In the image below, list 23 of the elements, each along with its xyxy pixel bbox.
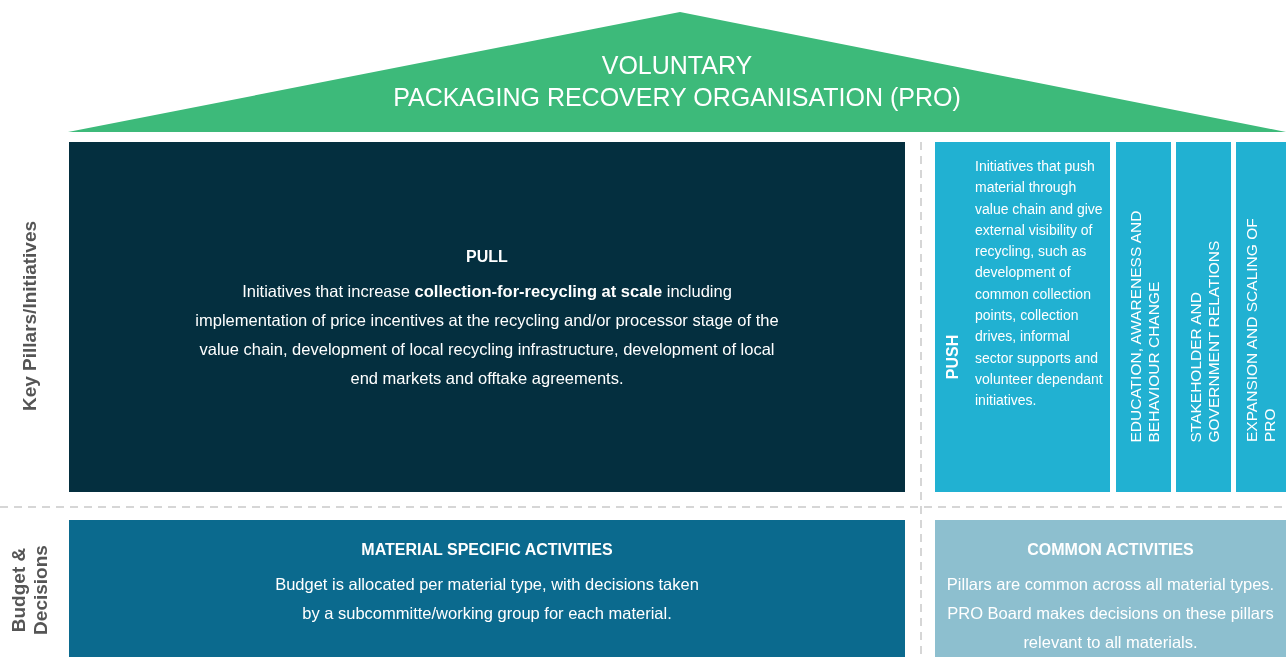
- pillar-box: [69, 142, 905, 492]
- pillar-label: EDUCATION, AWARENESS AND BEHAVIOUR CHANGE: [1125, 209, 1162, 442]
- box-description: Budget is allocated per material type, with decisions taken by a subcommitte/working group for each material.: [274, 574, 700, 624]
- box-heading: MATERIAL SPECIFIC ACTIVITIES: [360, 540, 614, 560]
- pillar-box: [1116, 142, 1171, 492]
- pillar-label: STAKEHOLDER AND GOVERNMENT RELATIONS: [1185, 239, 1222, 442]
- box-heading: COMMON ACTIVITIES: [1026, 540, 1195, 560]
- box-description: Pillars are common across all material types. PRO Board makes decisions on these pillars relevant to all materials.: [945, 574, 1276, 653]
- box-description: Initiatives that push material through value chain and give external visibility of recycling, such as development of common collection points, collection drives, informal sector supports and volunteer dependant initiatives.: [975, 157, 1104, 411]
- roof-title: PACKAGING RECOVERY ORGANISATION (PRO): [392, 82, 962, 112]
- pillar-box: [1236, 142, 1286, 492]
- row-label: Key Pillars/Initiatives: [19, 220, 41, 412]
- pillar-box: [1176, 142, 1231, 492]
- box-heading: PULL: [465, 247, 509, 267]
- roof-title: VOLUNTARY: [600, 50, 754, 80]
- box-heading: PUSH: [944, 334, 962, 380]
- activity-box: [69, 520, 905, 657]
- roof-triangle: [68, 12, 1286, 132]
- pillar-label: EXPANSION AND SCALING OF PRO: [1243, 217, 1279, 442]
- pillar-box: [935, 142, 1110, 492]
- box-description: Initiatives that increase collection-for-recycling at scale including implementation of price incentives at the recycling and/or processor stage of the value chain, development of local recycling infrastructure, development of local end markets and offtake agreements.: [194, 281, 780, 389]
- row-label: Budget & Decisions: [8, 544, 52, 637]
- activity-box: [935, 520, 1286, 657]
